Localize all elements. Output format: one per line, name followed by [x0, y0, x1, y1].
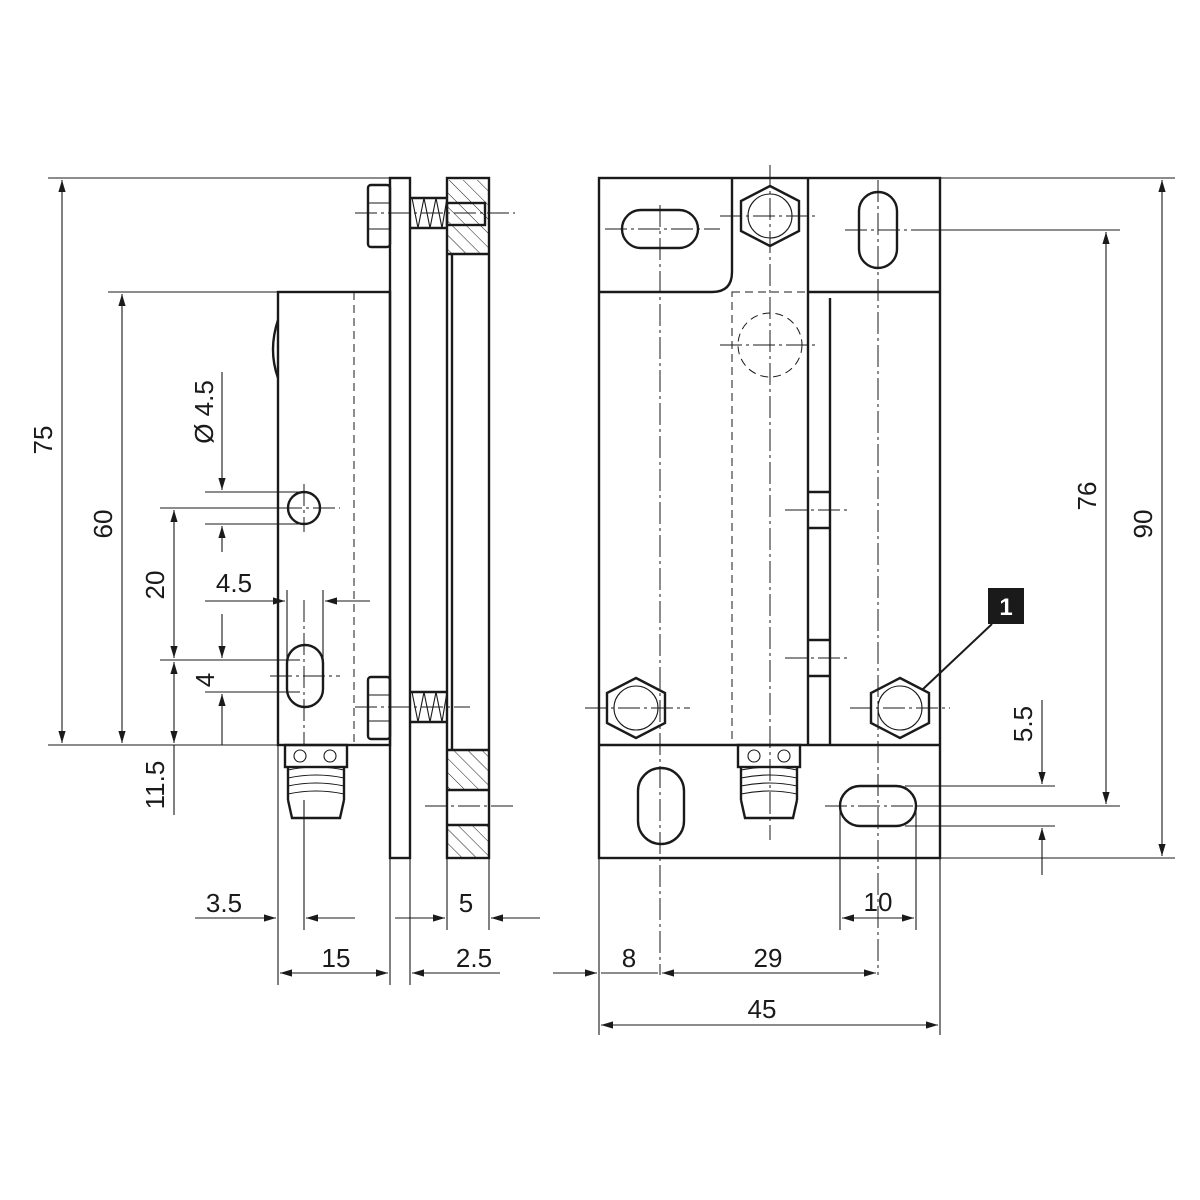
callout-badge: [988, 588, 1024, 624]
dim-slot-4: 4: [190, 673, 220, 687]
dim-offset-5-5: 5.5: [1008, 706, 1038, 742]
dim-plate-2-5: 2.5: [456, 943, 492, 973]
dim-overall-height-front: 90: [1128, 510, 1158, 539]
front-view: [585, 165, 950, 975]
dim-front-8: 8: [622, 943, 636, 973]
dim-bottom-11-5: 11.5: [140, 761, 170, 810]
dimension-labels: 75 60 Ø 4.5 20 4.5 4 11.5 3.5 15 2.5 5 8…: [28, 380, 1158, 1024]
front-hex-screw-bottom-right: [869, 676, 931, 740]
dim-offset-3-5: 3.5: [206, 888, 242, 918]
dim-depth-15: 15: [322, 943, 351, 973]
dim-plate-5: 5: [459, 888, 473, 918]
front-hex-screw-bottom-left: [605, 676, 667, 740]
front-cable-gland: [736, 743, 802, 820]
dim-hole-diameter: Ø 4.5: [189, 380, 219, 444]
callout-1: 1: [921, 588, 1024, 691]
dim-height-60: 60: [88, 510, 118, 539]
side-plate: [388, 176, 412, 860]
side-view: [270, 176, 515, 860]
front-slot-bottom-left: [636, 766, 686, 846]
dim-spacing-20: 20: [140, 571, 170, 600]
callout-number: 1: [999, 594, 1012, 621]
side-actuator: [445, 176, 491, 860]
side-screw-head-top: [366, 183, 392, 249]
dim-slot-width: 4.5: [216, 568, 252, 598]
front-dimensions: [553, 177, 1175, 1035]
dim-slot-10: 10: [864, 887, 893, 917]
side-dimensions: [48, 177, 540, 985]
dim-front-29: 29: [754, 943, 783, 973]
side-cable-gland: [283, 743, 349, 820]
side-screw-head-bottom: [366, 675, 392, 741]
dim-front-45: 45: [748, 994, 777, 1024]
dim-overall-height-side: 75: [28, 426, 58, 455]
dim-height-76: 76: [1072, 482, 1102, 511]
